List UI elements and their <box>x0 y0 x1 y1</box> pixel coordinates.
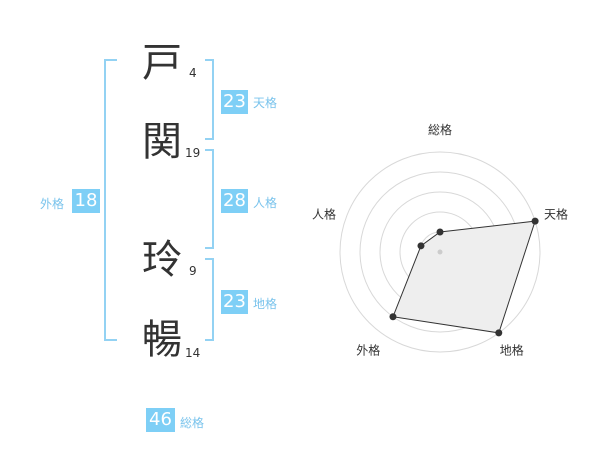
radar-point <box>389 313 397 321</box>
chikaku-bracket <box>205 258 214 341</box>
name-char-3: 玲 <box>142 237 182 283</box>
soukaku-label: 総格 <box>180 416 205 430</box>
radar-axis-label: 総格 <box>428 122 452 137</box>
stroke-count-4: 14 <box>185 346 201 360</box>
jinkaku-label: 人格 <box>253 196 278 210</box>
radar-ring <box>339 151 541 353</box>
radar-axis-label: 外格 <box>356 343 380 358</box>
name-char-2: 関 <box>142 119 182 165</box>
name-char-4: 暢 <box>142 317 182 363</box>
chikaku-badge: 23 <box>221 290 248 314</box>
name-char-1: 戸 <box>142 40 182 86</box>
chikaku-label: 地格 <box>253 297 278 311</box>
radar-center <box>437 249 443 255</box>
gaikaku-bracket <box>104 59 117 341</box>
radar-point <box>531 217 539 225</box>
jinkaku-badge: 28 <box>221 189 248 213</box>
jinkaku-bracket <box>205 149 214 249</box>
radar-area <box>392 220 536 334</box>
stroke-count-3: 9 <box>189 264 197 278</box>
gaikaku-label: 外格 <box>40 197 65 211</box>
radar-axis-label: 人格 <box>312 206 336 221</box>
radar-point <box>436 228 444 236</box>
soukaku-badge: 46 <box>146 408 175 432</box>
radar-point <box>495 329 503 337</box>
stroke-count-1: 4 <box>189 66 197 80</box>
tenkaku-badge: 23 <box>221 90 248 114</box>
radar-axis-label: 地格 <box>500 343 524 358</box>
tenkaku-bracket <box>205 59 214 140</box>
gaikaku-badge: 18 <box>72 189 100 213</box>
brackets <box>104 59 214 341</box>
radar-points <box>389 217 539 337</box>
tenkaku-label: 天格 <box>253 96 278 110</box>
stroke-count-2: 19 <box>185 146 201 160</box>
radar-point <box>417 242 425 250</box>
radar-axis-label: 天格 <box>544 206 568 221</box>
